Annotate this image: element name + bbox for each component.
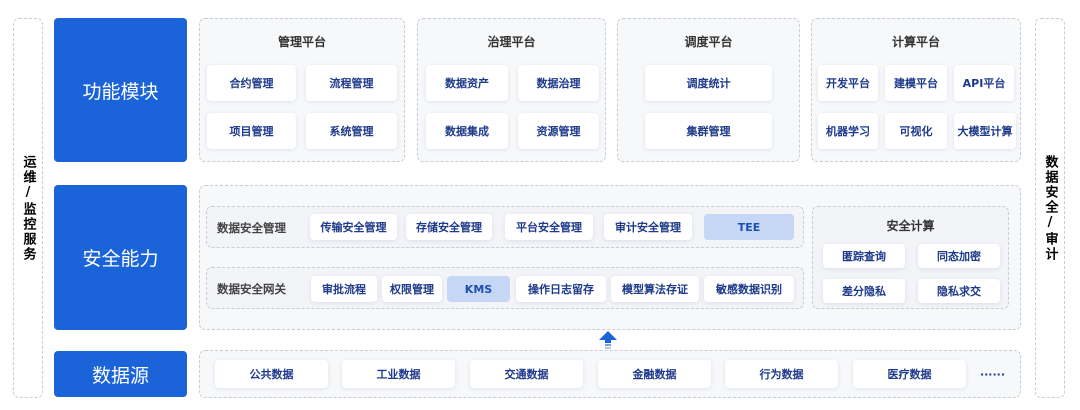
visualization-button[interactable]: 可视化: [885, 113, 947, 149]
data-integration-button[interactable]: 数据集成: [426, 113, 508, 149]
data-source-panel: 公共数据 工业数据 交通数据 金融数据 行为数据 医疗数据 ······: [199, 350, 1021, 398]
anonymous-query-button[interactable]: 匿踪查询: [823, 244, 905, 268]
llm-computing-button[interactable]: 大模型计算: [954, 113, 1016, 149]
security-management-label: 数据安全管理: [217, 221, 286, 235]
computing-platform: 计算平台 开发平台 建模平台 API平台 机器学习 可视化 大模型计算: [811, 18, 1021, 162]
dev-platform-button[interactable]: 开发平台: [818, 65, 878, 101]
contract-management-button[interactable]: 合约管理: [207, 65, 296, 101]
sensitive-data-identification-button[interactable]: 敏感数据识别: [704, 276, 794, 302]
ops-monitoring-bar: 运维/监控服务: [13, 18, 43, 398]
management-platform: 管理平台 合约管理 流程管理 项目管理 系统管理: [199, 18, 405, 162]
security-management-row: 数据安全管理 传输安全管理 存储安全管理 平台安全管理 审计安全管理 TEE: [206, 206, 804, 248]
medical-data-button[interactable]: 医疗数据: [853, 360, 966, 388]
computing-platform-title: 计算平台: [891, 35, 940, 49]
model-algorithm-evidence-button[interactable]: 模型算法存证: [611, 276, 699, 302]
industrial-data-button[interactable]: 工业数据: [342, 360, 455, 388]
process-management-button[interactable]: 流程管理: [306, 65, 397, 101]
machine-learning-button[interactable]: 机器学习: [818, 113, 878, 149]
layer-source: 数据源: [54, 351, 187, 397]
resource-management-button[interactable]: 资源管理: [518, 113, 599, 149]
data-governance-button[interactable]: 数据治理: [518, 65, 599, 101]
traffic-data-button[interactable]: 交通数据: [470, 360, 583, 388]
behavior-data-button[interactable]: 行为数据: [725, 360, 838, 388]
scheduling-statistics-button[interactable]: 调度统计: [645, 65, 772, 101]
data-security-audit-bar: 数据安全/审计: [1035, 18, 1065, 398]
management-platform-title: 管理平台: [277, 35, 326, 49]
scheduling-platform-title: 调度平台: [684, 35, 733, 49]
project-management-button[interactable]: 项目管理: [207, 113, 296, 149]
security-capability-panel: 数据安全管理 传输安全管理 存储安全管理 平台安全管理 审计安全管理 TEE 数…: [199, 185, 1021, 330]
system-management-button[interactable]: 系统管理: [306, 113, 397, 149]
differential-privacy-button[interactable]: 差分隐私: [823, 279, 905, 303]
up-arrow-icon: [599, 331, 617, 349]
security-gateway-row: 数据安全网关 审批流程 权限管理 KMS 操作日志留存 模型算法存证 敏感数据识…: [206, 267, 804, 309]
scheduling-platform: 调度平台 调度统计 集群管理: [617, 18, 800, 162]
public-data-button[interactable]: 公共数据: [215, 360, 328, 388]
governance-platform: 治理平台 数据资产 数据治理 数据集成 资源管理: [417, 18, 606, 162]
tee-button[interactable]: TEE: [704, 214, 794, 240]
modeling-platform-button[interactable]: 建模平台: [885, 65, 947, 101]
ops-monitoring-label: 运维/监控服务: [20, 154, 36, 262]
layer-security: 安全能力: [54, 185, 187, 330]
transfer-security-button[interactable]: 传输安全管理: [310, 214, 397, 240]
platform-security-button[interactable]: 平台安全管理: [505, 214, 593, 240]
cluster-management-button[interactable]: 集群管理: [645, 113, 772, 149]
secure-computing-title: 安全计算: [886, 219, 935, 233]
layer-function: 功能模块: [54, 18, 187, 162]
governance-platform-title: 治理平台: [487, 35, 536, 49]
secure-computing-box: 安全计算 匿踪查询 同态加密 差分隐私 隐私求交: [812, 206, 1009, 309]
financial-data-button[interactable]: 金融数据: [598, 360, 711, 388]
private-set-intersection-button[interactable]: 隐私求交: [918, 279, 1000, 303]
security-gateway-label: 数据安全网关: [217, 282, 286, 296]
audit-security-button[interactable]: 审计安全管理: [604, 214, 692, 240]
storage-security-button[interactable]: 存储安全管理: [406, 214, 492, 240]
permission-management-button[interactable]: 权限管理: [382, 276, 442, 302]
kms-button[interactable]: KMS: [447, 276, 510, 302]
data-assets-button[interactable]: 数据资产: [426, 65, 508, 101]
homomorphic-encryption-button[interactable]: 同态加密: [918, 244, 1000, 268]
operation-log-button[interactable]: 操作日志留存: [516, 276, 606, 302]
data-security-audit-label: 数据安全/审计: [1042, 154, 1058, 262]
api-platform-button[interactable]: API平台: [954, 65, 1014, 101]
approval-flow-button[interactable]: 审批流程: [311, 276, 377, 302]
more-sources-ellipsis[interactable]: ······: [979, 367, 1006, 381]
